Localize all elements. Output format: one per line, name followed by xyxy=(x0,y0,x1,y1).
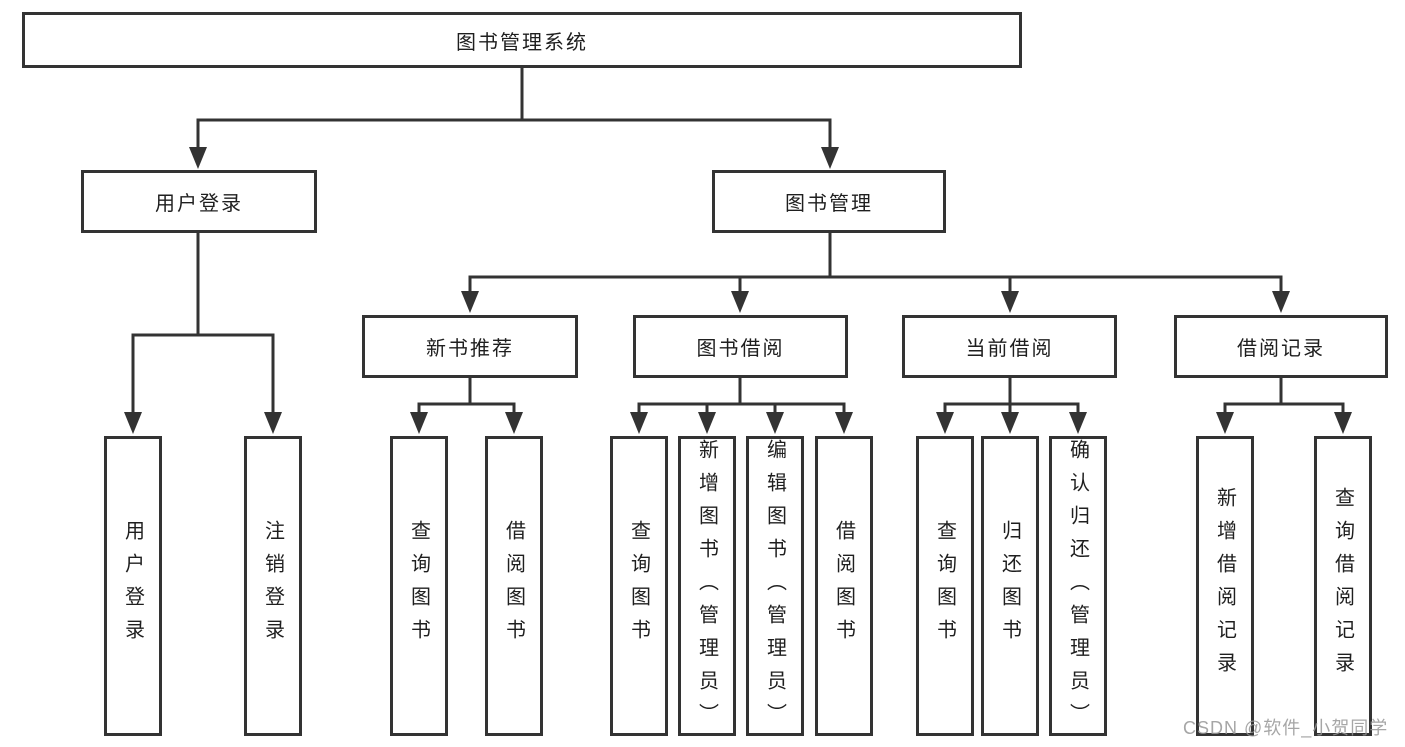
leaf-confirm-return-admin: 确认归还（管理员） xyxy=(1049,436,1107,736)
arrowheads xyxy=(124,147,1352,434)
edges-root-split xyxy=(196,68,832,148)
node-current-borrow: 当前借阅 xyxy=(902,315,1117,378)
edges-borrow-records-split xyxy=(1223,378,1345,414)
leaf-logout-login: 注销登录 xyxy=(244,436,302,736)
edges-current-borrow-split xyxy=(943,378,1080,414)
node-book-management: 图书管理 xyxy=(712,170,946,233)
leaf-edit-book-admin: 编辑图书（管理员） xyxy=(746,436,804,736)
edges-user-login-split xyxy=(131,233,275,414)
leaf-query-books-borrow: 查询图书 xyxy=(610,436,668,736)
node-new-book-recommend: 新书推荐 xyxy=(362,315,578,378)
leaf-return-books: 归还图书 xyxy=(981,436,1039,736)
node-user-login: 用户登录 xyxy=(81,170,317,233)
edges-book-management-split xyxy=(468,233,1283,292)
leaf-user-login: 用户登录 xyxy=(104,436,162,736)
edges-book-borrow-split xyxy=(637,378,846,414)
leaf-query-books-recommend: 查询图书 xyxy=(390,436,448,736)
node-root-system: 图书管理系统 xyxy=(22,12,1022,68)
leaf-add-borrow-record: 新增借阅记录 xyxy=(1196,436,1254,736)
leaf-borrow-books-recommend: 借阅图书 xyxy=(485,436,543,736)
leaf-query-borrow-record: 查询借阅记录 xyxy=(1314,436,1372,736)
leaf-borrow-books: 借阅图书 xyxy=(815,436,873,736)
edges-new-book-recommend-split xyxy=(417,378,516,414)
csdn-watermark: CSDN @软件_小贺同学 xyxy=(1183,718,1389,738)
leaf-add-book-admin: 新增图书（管理员） xyxy=(678,436,736,736)
node-book-borrow: 图书借阅 xyxy=(633,315,848,378)
node-borrow-records: 借阅记录 xyxy=(1174,315,1388,378)
leaf-query-books-current: 查询图书 xyxy=(916,436,974,736)
